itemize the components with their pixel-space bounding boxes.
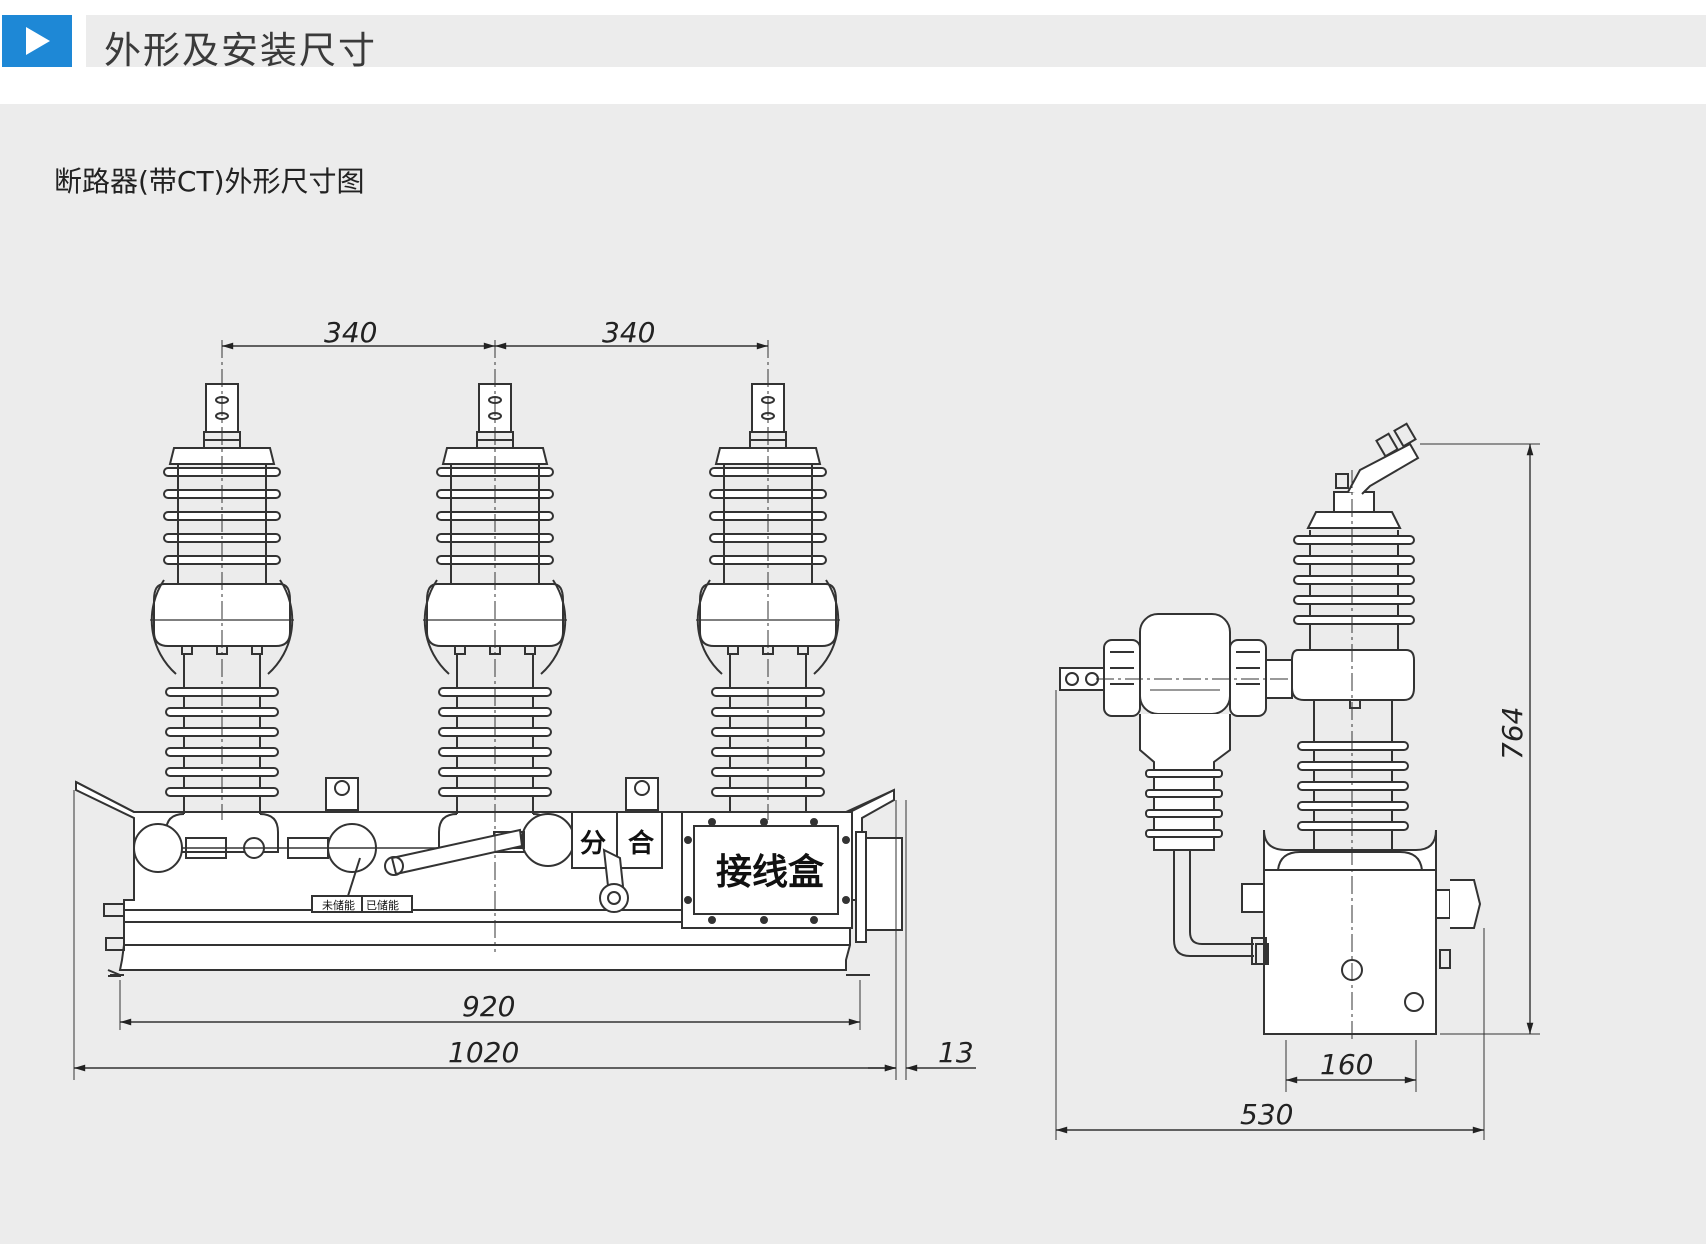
dim-base: 920 [462, 990, 515, 1023]
charged-label: 已储能 [366, 898, 399, 912]
dim-depth: 530 [1240, 1098, 1293, 1131]
dim-offset: 13 [938, 1036, 974, 1069]
dim-height: 764 [1496, 707, 1529, 760]
drawing-caption: 断路器(带CT)外形尺寸图 [54, 165, 365, 198]
close-label: 合 [628, 828, 655, 859]
dim-mount: 160 [1320, 1048, 1373, 1081]
drawing-panel [0, 104, 1706, 1244]
dim-pitch-left: 340 [324, 316, 377, 349]
front-view: 分 合 未储能 已储能 接线盒 340 340 [73, 316, 976, 1080]
section-marker [2, 15, 72, 67]
dim-overall: 1020 [448, 1036, 519, 1069]
dim-pitch-right: 340 [602, 316, 655, 349]
section-title: 外形及安装尺寸 [104, 29, 377, 72]
section-title-bar [86, 15, 1706, 67]
not-charged-label: 未储能 [322, 898, 355, 912]
open-label: 分 [580, 829, 606, 859]
junction-box-label: 接线盒 [716, 852, 825, 893]
play-triangle-icon [26, 27, 50, 55]
side-view: 764 160 530 [1055, 422, 1540, 1140]
section-header: 外形及安装尺寸 [0, 15, 1706, 72]
